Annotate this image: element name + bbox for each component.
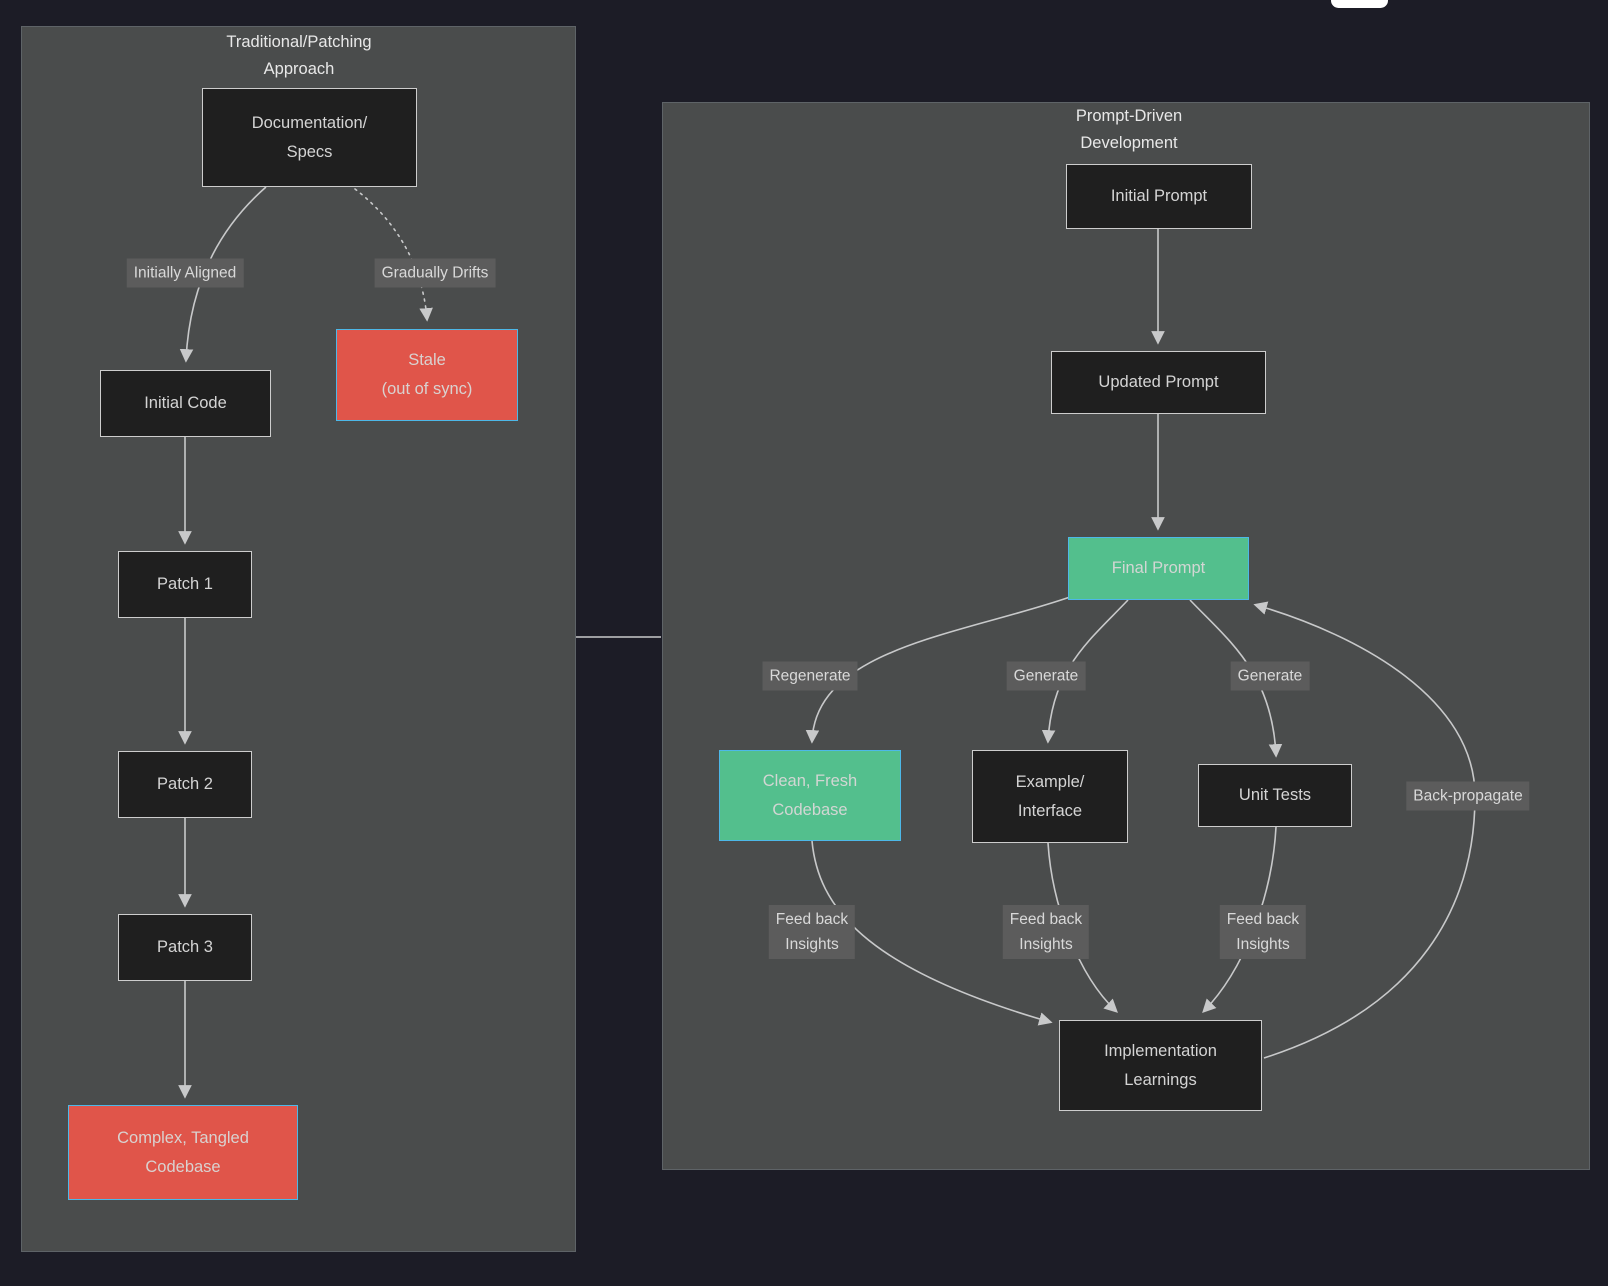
node-stale: Stale (out of sync) (336, 329, 518, 421)
edge-label-generate-tests: Generate (1230, 661, 1310, 691)
node-patch-1: Patch 1 (118, 551, 252, 618)
node-unit-tests: Unit Tests (1198, 764, 1352, 827)
panel-traditional-approach (21, 26, 576, 1252)
node-initial-code: Initial Code (100, 370, 271, 437)
node-implementation-learnings: Implementation Learnings (1059, 1020, 1262, 1111)
edge-label-regenerate: Regenerate (762, 661, 858, 691)
node-final-prompt: Final Prompt (1068, 537, 1249, 600)
top-toolbar-fragment[interactable] (1331, 0, 1388, 8)
node-patch-3: Patch 3 (118, 914, 252, 981)
panel-title-traditional: Traditional/Patching Approach (226, 33, 372, 78)
edge-label-back-propagate: Back-propagate (1406, 781, 1530, 811)
panel-title-prompt-driven: Prompt-Driven Development (1075, 107, 1183, 152)
node-example-interface: Example/ Interface (972, 750, 1128, 843)
node-initial-prompt: Initial Prompt (1066, 164, 1252, 229)
edge-label-feedback-tests: Feed back Insights (1219, 905, 1307, 959)
edge-label-feedback-example: Feed back Insights (1002, 905, 1090, 959)
node-complex-tangled-codebase: Complex, Tangled Codebase (68, 1105, 298, 1200)
node-documentation-specs: Documentation/ Specs (202, 88, 417, 187)
edge-label-generate-example: Generate (1006, 661, 1086, 691)
node-clean-fresh-codebase: Clean, Fresh Codebase (719, 750, 901, 841)
panel-prompt-driven (662, 102, 1590, 1170)
edge-label-initially-aligned: Initially Aligned (126, 258, 244, 288)
node-updated-prompt: Updated Prompt (1051, 351, 1266, 414)
edge-label-feedback-clean: Feed back Insights (768, 905, 856, 959)
edge-label-gradually-drifts: Gradually Drifts (374, 258, 496, 288)
node-patch-2: Patch 2 (118, 751, 252, 818)
